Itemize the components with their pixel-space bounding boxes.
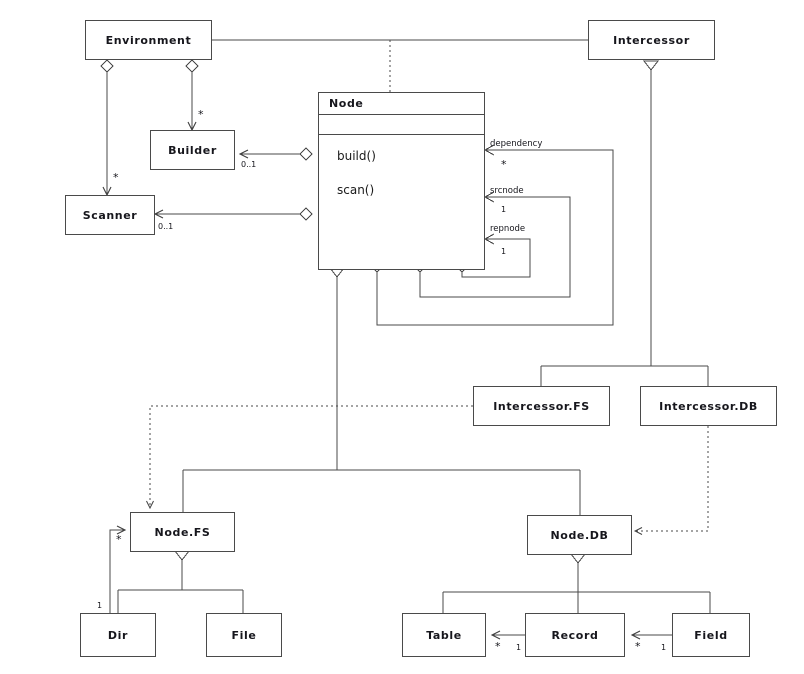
class-box-node[interactable]: Node build() scan() [318,92,485,270]
class-box-builder[interactable]: Builder [150,130,235,170]
class-name-scanner: Scanner [82,208,138,222]
class-name-intercessor-db: Intercessor.DB [659,399,758,413]
edge-generalization-nodedb-subclasses [442,563,711,613]
edge-node-self-srcnode [419,196,571,298]
class-box-file[interactable]: File [206,613,282,657]
multiplicity-node-builder: 0..1 [241,160,257,169]
edge-generalization-node-subclasses [182,277,581,515]
multiplicity-repnode: 1 [501,247,507,256]
multiplicity-node-scanner: 0..1 [158,222,174,231]
class-name-node-fs: Node.FS [154,525,211,539]
role-label-srcnode: srcnode [490,186,524,196]
class-node-attributes-compartment [319,115,484,135]
edge-node-self-repnode [461,238,531,278]
triangle-generalization-nodedb [569,553,587,564]
role-label-repnode: repnode [490,224,526,234]
class-name-field: Field [694,628,728,642]
multiplicity-field-record-one: 1 [661,643,667,652]
multiplicity-record-table-star: * [495,640,501,653]
class-box-scanner[interactable]: Scanner [65,195,155,235]
multiplicity-dir-nodefs-one: 1 [97,601,103,610]
multiplicity-dependency: * [501,158,507,171]
class-name-node-db: Node.DB [550,528,609,542]
class-node-operations-compartment: build() scan() [319,135,484,197]
arrow-node-self-repnode [483,233,495,245]
class-name-environment: Environment [105,33,192,47]
multiplicity-record-table-one: 1 [516,643,522,652]
class-name-dir: Dir [107,628,129,642]
diamond-environment-scanner [100,59,114,73]
triangle-generalization-nodefs [173,550,191,561]
class-name-file: File [231,628,257,642]
edge-generalization-nodefs-subclasses [117,560,244,613]
operation-scan: scan() [337,183,375,197]
multiplicity-dir-nodefs-star: * [116,533,122,546]
class-name-intercessor: Intercessor [613,33,690,47]
class-box-dir[interactable]: Dir [80,613,156,657]
triangle-generalization-intercessor [642,60,660,71]
operation-build: build() [337,149,376,163]
multiplicity-environment-scanner: * [113,171,119,184]
edge-dependency-intercessordb-nodedb [633,426,709,535]
diamond-environment-builder [185,59,199,73]
diamond-node-builder [299,147,313,161]
arrow-node-self-srcnode [483,191,495,203]
multiplicity-environment-builder: * [198,108,204,121]
multiplicity-field-record-star: * [635,640,641,653]
role-label-dependency: dependency [490,139,543,149]
class-box-field[interactable]: Field [672,613,750,657]
edge-dependency-intercessorfs-nodefs [146,405,473,510]
class-node-title-compartment: Node [319,93,484,115]
class-name-table: Table [426,628,462,642]
arrow-node-self-dependency [483,144,495,156]
class-box-intercessor-fs[interactable]: Intercessor.FS [473,386,610,426]
edge-node-self-dependency [376,149,614,326]
class-box-table[interactable]: Table [402,613,486,657]
edge-generalization-intercessor-subclasses [540,70,709,386]
class-box-record[interactable]: Record [525,613,625,657]
class-name-builder: Builder [168,143,217,157]
diamond-node-scanner [299,207,313,221]
class-box-node-db[interactable]: Node.DB [527,515,632,555]
class-name-intercessor-fs: Intercessor.FS [493,399,590,413]
multiplicity-srcnode: 1 [501,205,507,214]
class-name-record: Record [551,628,599,642]
class-box-intercessor-db[interactable]: Intercessor.DB [640,386,777,426]
class-box-intercessor[interactable]: Intercessor [588,20,715,60]
edge-association-dir-nodefs [109,525,127,613]
class-box-node-fs[interactable]: Node.FS [130,512,235,552]
class-box-environment[interactable]: Environment [85,20,212,60]
class-name-node: Node [329,97,364,110]
